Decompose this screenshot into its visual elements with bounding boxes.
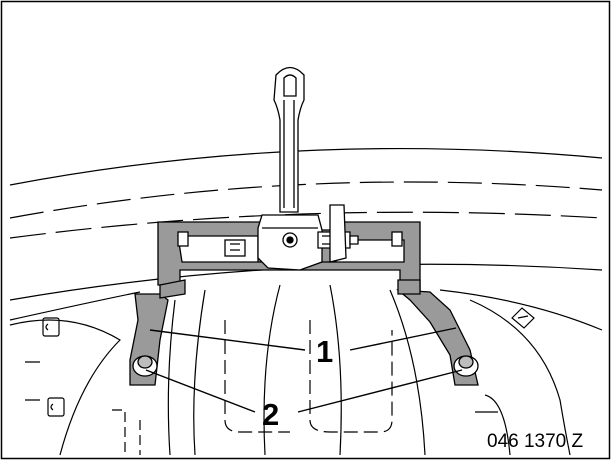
vehicle-body-lines <box>9 147 603 456</box>
callout-2: 2 <box>262 397 279 432</box>
figure-reference-code: 046 1370 Z <box>487 431 584 452</box>
callout-leaders <box>145 327 463 413</box>
bolt-right <box>453 355 479 377</box>
jack-handle <box>257 66 359 271</box>
bolt-left <box>132 355 158 377</box>
callout-1: 1 <box>316 334 333 369</box>
